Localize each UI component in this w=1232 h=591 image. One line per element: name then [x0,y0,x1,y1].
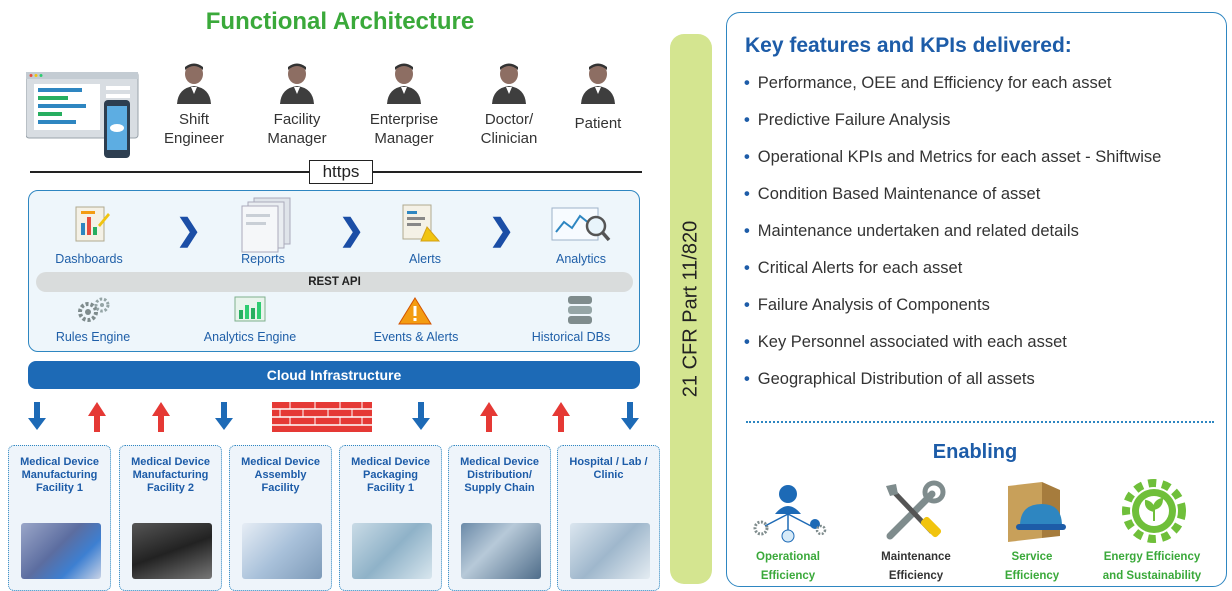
enabling-energy-label: Energy Efficiency and Sustainability [1102,551,1202,582]
rest-api-bar: REST API [36,272,633,292]
user-enterprise-manager: Enterprise Manager [354,60,454,148]
enabling-maintenance-label: Maintenance Efficiency [881,551,951,582]
monitor-tablet-icon [26,72,139,158]
arrow-up-icon [552,402,570,432]
module-rules-engine-label: Rules Engine [55,330,131,344]
arrow-up-icon [88,402,106,432]
module-alerts-label: Alerts [409,252,441,266]
facility-photo [461,523,541,579]
database-icon [568,296,592,324]
kpi-item: •Critical Alerts for each asset [744,259,963,277]
chevron-right-icon: ❯ [489,214,515,247]
facility-photo [352,523,432,579]
arrow-down-icon [621,402,639,430]
network-people-icon [753,485,827,543]
compliance-label: 21 CFR Part 11/820 [679,220,702,398]
section-divider [746,421,1214,423]
reports-icon [241,197,291,253]
chart-icon [234,296,266,322]
kpi-item: •Failure Analysis of Components [744,296,990,314]
arrow-up-icon [152,402,170,432]
kpi-item: •Condition Based Maintenance of asset [744,185,1041,203]
arrow-down-icon [412,402,430,430]
analytics-icon [551,207,611,242]
warning-icon [398,297,432,325]
module-historical-dbs-label: Historical DBs [531,330,611,344]
user-icon [581,63,615,104]
kpi-item: •Operational KPIs and Metrics for each a… [744,148,1162,166]
facility-photo [242,523,322,579]
dashboard-icon [75,206,110,242]
platform-panel [28,190,640,352]
facility-card: Hospital / Lab / Clinic [557,445,660,591]
chevron-right-icon: ❯ [176,214,202,247]
module-events-alerts-label: Events & Alerts [373,330,459,344]
user-icon [177,63,211,104]
module-analytics-label: Analytics [555,252,607,266]
module-reports-label: Reports [241,252,285,266]
user-icon [492,63,526,104]
module-dashboards-label: Dashboards [55,252,123,266]
service-helmet-icon [1008,482,1066,542]
kpi-item: •Maintenance undertaken and related deta… [744,222,1079,240]
user-shift-engineer: Shift Engineer [144,60,244,148]
compliance-band [670,34,712,584]
facility-photo [570,523,650,579]
enabling-service-label: Service Efficiency [1004,551,1060,582]
facility-card: Medical Device Distribution/ Supply Chai… [448,445,551,591]
kpi-item: •Predictive Failure Analysis [744,111,951,129]
cloud-infrastructure-bar: Cloud Infrastructure [28,361,640,389]
arrow-down-icon [215,402,233,430]
https-label: https [309,160,373,184]
kpi-item: •Performance, OEE and Efficiency for eac… [744,74,1112,92]
arrow-down-icon [28,402,46,430]
chevron-right-icon: ❯ [339,214,365,247]
architecture-title: Functional Architecture [205,8,475,35]
tools-icon [886,480,946,540]
user-icon [387,63,421,104]
module-analytics-engine-label: Analytics Engine [203,330,297,344]
kpi-panel [726,12,1227,587]
facility-card: Medical Device Assembly Facility [229,445,332,591]
eco-gear-icon [1122,479,1186,543]
facility-photo [132,523,212,579]
facility-card: Medical Device Packaging Facility 1 [339,445,442,591]
data-flow-arrows [28,402,639,432]
enabling-operational-label: Operational Efficiency [756,551,820,582]
user-patient: Patient [548,60,648,133]
arrow-up-icon [480,402,498,432]
user-icon [280,63,314,104]
gears-icon [78,297,110,322]
facility-card: Medical Device Manufacturing Facility 2 [119,445,222,591]
user-facility-manager: Facility Manager [247,60,347,148]
kpi-item: •Geographical Distribution of all assets [744,370,1035,388]
kpi-item: •Key Personnel associated with each asse… [744,333,1067,351]
kpi-title: Key features and KPIs delivered: [745,34,1072,57]
user-doctor-clinician: Doctor/ Clinician [459,60,559,148]
enabling-title: Enabling [932,441,1018,463]
facility-photo [21,523,101,579]
facility-card: Medical Device Manufacturing Facility 1 [8,445,111,591]
alerts-icon [402,204,441,242]
firewall-icon [272,402,372,432]
